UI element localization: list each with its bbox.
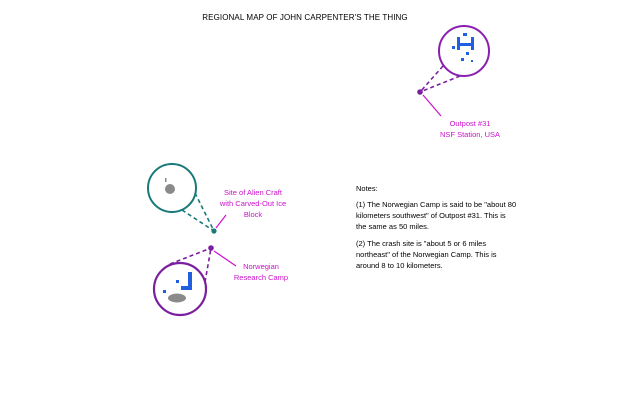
norwegian-camp-leader-line (213, 250, 237, 267)
outpost-marker (417, 89, 423, 95)
note-line: (2) The crash site is "about 5 or 6 mile… (356, 239, 487, 248)
outpost-label-line: Outpost #31 (449, 119, 491, 128)
outpost-label-line: NSF Station, USA (439, 130, 501, 139)
crash-site-label-line: Block (243, 210, 263, 219)
outpost-label: Outpost #31 NSF Station, USA (420, 118, 520, 140)
camp-crater-icon (168, 293, 186, 303)
norwegian-camp-label-line: Norwegian (243, 262, 279, 271)
crash-site-leader-line (215, 214, 227, 229)
outpost-inset-circle (438, 25, 490, 77)
outpost-leader-line (422, 94, 442, 117)
note-item: (1) The Norwegian Camp is said to be "ab… (356, 199, 556, 232)
note-line: kilometers southwest" of Outpost #31. Th… (356, 211, 506, 220)
crater-mark (165, 178, 167, 182)
note-line: the same as 50 miles. (356, 222, 429, 231)
alien-craft-crater-icon (165, 184, 175, 194)
norwegian-camp-inset-circle (152, 261, 208, 317)
crash-site-label-line: with Carved-Out Ice (219, 199, 287, 208)
crash-site-pointer-line (194, 192, 215, 232)
outpost-building-icon (452, 33, 474, 62)
norwegian-camp-inset (152, 245, 237, 317)
outpost-pointer-line (419, 65, 444, 93)
camp-building-icon (163, 272, 192, 293)
crash-site-label-line: Site of Alien Craft (224, 188, 282, 197)
note-line: (1) The Norwegian Camp is said to be "ab… (356, 200, 517, 209)
outpost-pointer-line (419, 75, 461, 93)
crash-site-marker (211, 228, 217, 234)
crash-site-label: Site of Alien Craft with Carved-Out Ice … (210, 187, 296, 220)
norwegian-camp-label-line: Research Camp (233, 273, 289, 282)
crash-site-inset (147, 163, 227, 234)
notes-heading: Notes: (356, 184, 378, 193)
note-line: northeast" of the Norwegian Camp. This i… (356, 250, 497, 259)
note-line: around 8 to 10 kilometers. (356, 261, 443, 270)
norwegian-camp-pointer-line (204, 247, 212, 283)
norwegian-camp-pointer-line (169, 247, 212, 265)
outpost-inset (417, 25, 490, 117)
note-item: (2) The crash site is "about 5 or 6 mile… (356, 238, 556, 271)
norwegian-camp-label: Norwegian Research Camp (222, 261, 300, 283)
norwegian-camp-marker (208, 245, 214, 251)
crash-site-pointer-line (181, 209, 215, 232)
notes-panel: Notes: (1) The Norwegian Camp is said to… (356, 183, 556, 277)
map-title: REGIONAL MAP OF JOHN CARPENTER'S THE THI… (202, 13, 408, 22)
